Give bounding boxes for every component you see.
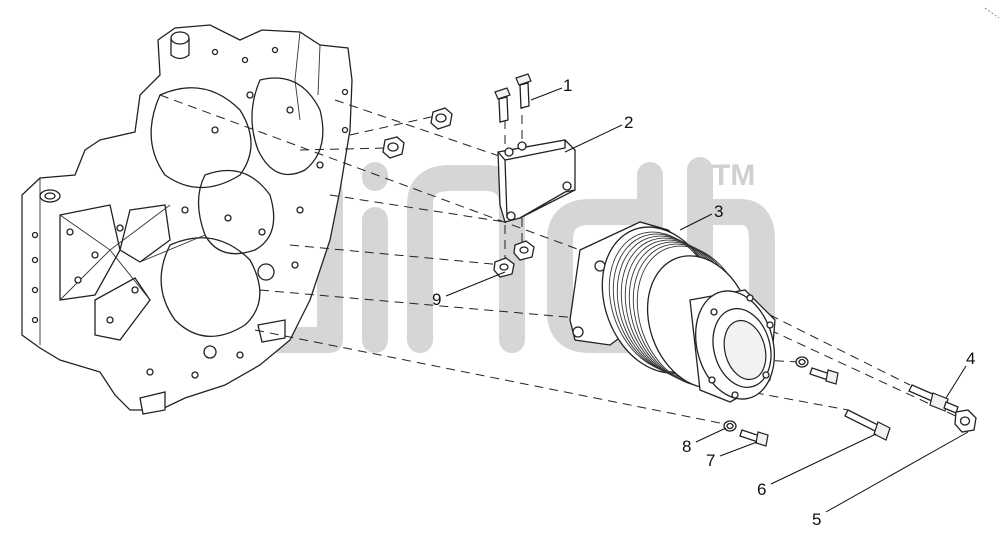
callout-8: 8 — [682, 437, 691, 456]
callout-2: 2 — [624, 113, 633, 132]
callout-3: 3 — [714, 202, 723, 221]
callout-4: 4 — [966, 349, 975, 368]
trademark-symbol: TM — [712, 159, 755, 192]
callout-6: 6 — [757, 480, 766, 499]
nut-upper — [382, 107, 453, 159]
bracket-part-2 — [497, 139, 576, 223]
flange-nut-part-9 — [493, 240, 535, 278]
stud-part-4 — [908, 384, 959, 414]
engine-front-cover — [21, 24, 353, 415]
long-bolt-part-6 — [844, 409, 891, 441]
bolt-upper — [809, 367, 839, 385]
leader-lines — [445, 87, 969, 513]
callout-7: 7 — [706, 451, 715, 470]
nut-part-5 — [954, 409, 977, 433]
callout-5: 5 — [812, 510, 821, 529]
callout-1: 1 — [563, 76, 572, 95]
corner-mark — [984, 7, 1000, 19]
bolt-part-1 — [494, 73, 532, 123]
bolt-part-7 — [739, 429, 769, 447]
washer-upper — [795, 356, 809, 368]
washer-part-8 — [723, 420, 737, 432]
pulley-assembly-part-3 — [569, 221, 776, 403]
callout-labels: 1 2 3 4 5 6 7 8 9 — [432, 76, 975, 529]
callout-9: 9 — [432, 290, 441, 309]
